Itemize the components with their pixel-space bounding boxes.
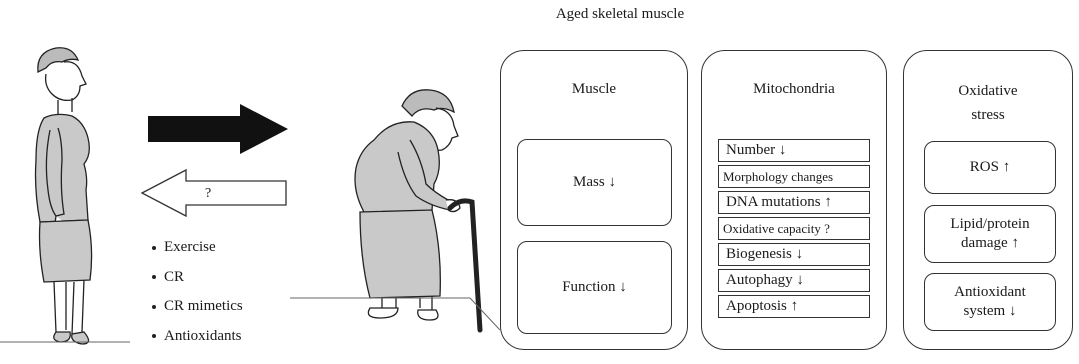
oxidative-panel-title-line1: Oxidative — [904, 81, 1072, 101]
list-item: Oxidative capacity ? — [718, 217, 870, 240]
mitochondria-panel: Mitochondria Number ↓ Morphology changes… — [701, 50, 887, 350]
list-item: Morphology changes — [718, 165, 870, 188]
reversal-question-mark: ? — [205, 186, 211, 202]
list-item: Number ↓ — [718, 139, 870, 162]
list-item: CR mimetics — [152, 292, 243, 322]
ros-box: ROS ↑ — [924, 141, 1056, 194]
oxidative-panel-title-line2: stress — [904, 105, 1072, 125]
muscle-function-box: Function ↓ — [517, 241, 672, 334]
interventions-list: Exercise CR CR mimetics Antioxidants — [152, 233, 243, 351]
list-item: Apoptosis ↑ — [718, 295, 870, 318]
aging-arrow-icon — [148, 104, 290, 154]
young-woman-figure — [0, 30, 140, 364]
diagram-title: Aged skeletal muscle — [500, 6, 740, 23]
oxidative-stress-panel: Oxidative stress ROS ↑ Lipid/protein dam… — [903, 50, 1073, 350]
list-item: Antioxidants — [152, 322, 243, 352]
muscle-panel: Muscle Mass ↓ Function ↓ — [500, 50, 688, 350]
mitochondria-changes-list: Number ↓ Morphology changes DNA mutation… — [718, 139, 870, 318]
elderly-woman-figure — [290, 80, 500, 364]
list-item: DNA mutations ↑ — [718, 191, 870, 214]
list-item: CR — [152, 263, 243, 293]
list-item: Autophagy ↓ — [718, 269, 870, 292]
list-item: Biogenesis ↓ — [718, 243, 870, 266]
lipid-protein-damage-box: Lipid/protein damage ↑ — [924, 205, 1056, 263]
reversal-arrow-icon — [140, 168, 290, 218]
antioxidant-system-box: Antioxidant system ↓ — [924, 273, 1056, 331]
mitochondria-panel-title: Mitochondria — [702, 79, 886, 99]
muscle-mass-box: Mass ↓ — [517, 139, 672, 226]
muscle-panel-title: Muscle — [501, 79, 687, 99]
list-item: Exercise — [152, 233, 243, 263]
